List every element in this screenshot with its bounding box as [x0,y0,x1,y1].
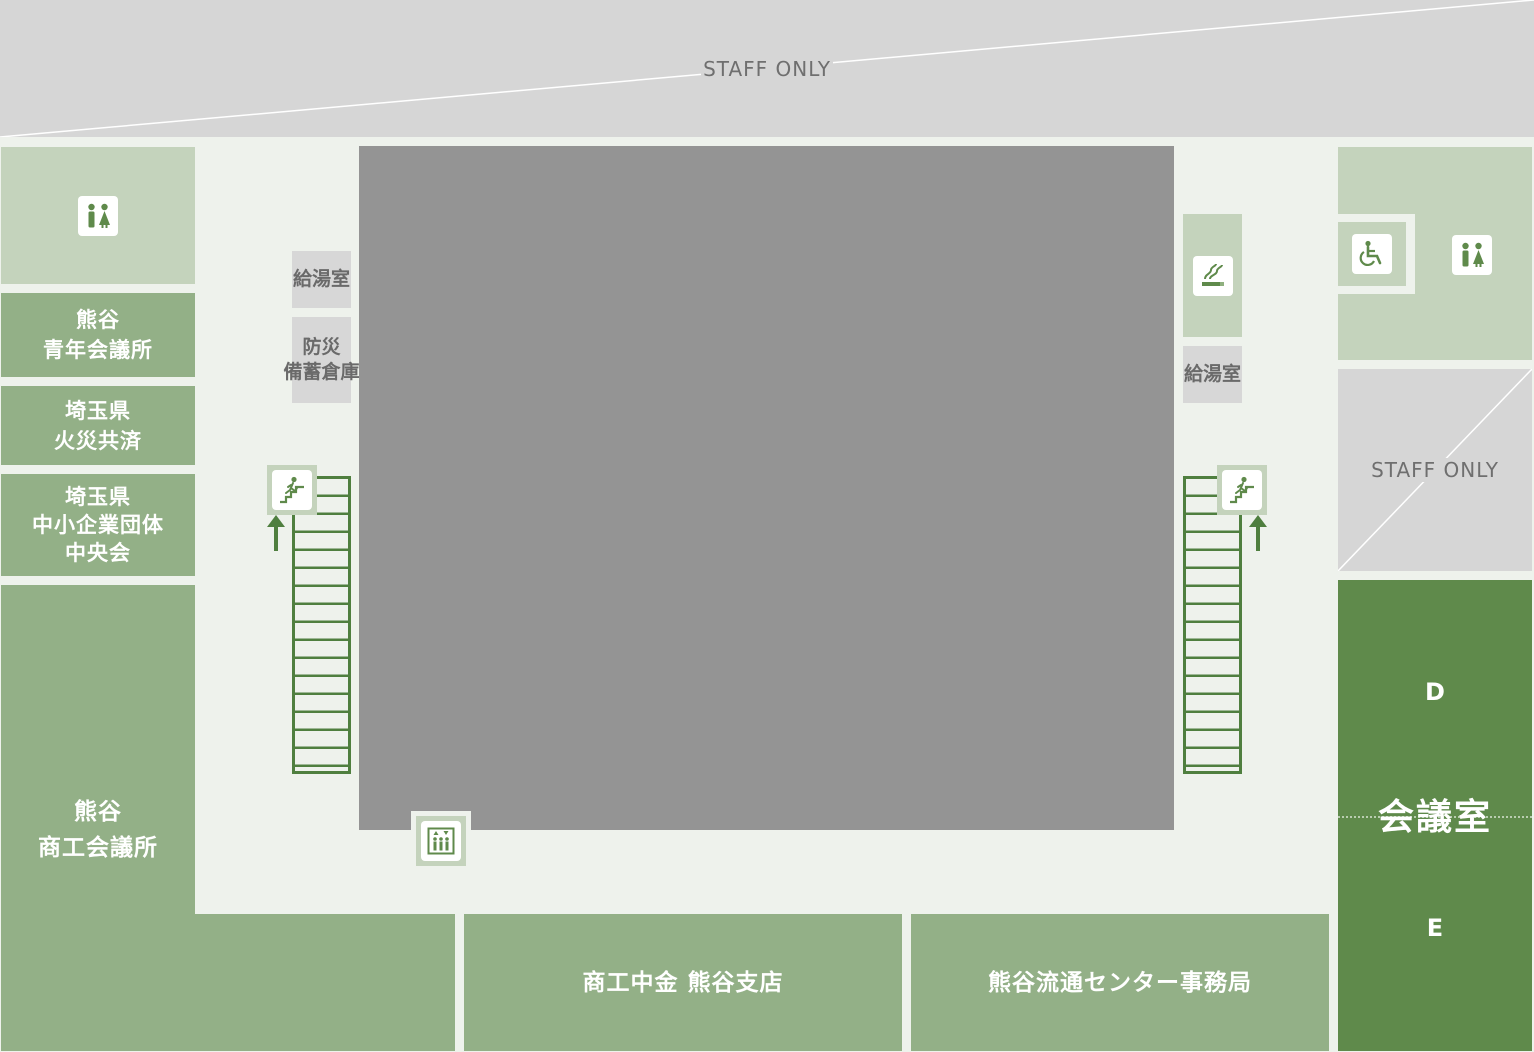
restroom-icon [78,195,118,236]
room-label: 熊谷流通センター事務局 [988,969,1252,996]
room-shoko-chukin: 商工中金 熊谷支店 [464,914,902,1051]
staff-only-area-right: STAFF ONLY [1338,369,1532,571]
elevator-icon-border [416,816,466,866]
smoking-area-icon [1192,255,1233,296]
kitchenette-label: 給湯室 [292,268,350,290]
room-label-line: 熊谷 [76,308,120,332]
conference-room-title: 会議室 [1377,797,1492,838]
conference-room-de: D 会議室 E [1338,580,1532,1051]
restroom-icon [1452,235,1492,275]
room-distribution-center: 熊谷流通センター事務局 [911,914,1329,1051]
kitchenette-right: 給湯室 [1183,346,1242,403]
conference-room-d-label: D [1425,678,1445,706]
central-void [359,146,1174,830]
disaster-storage: 防災 備蓄倉庫 [284,317,360,403]
conference-room-e-label: E [1426,914,1444,942]
restroom-left-area [1,147,195,284]
stairs-icon [1222,470,1262,510]
partition-line [1338,816,1532,818]
staff-only-label-right: STAFF ONLY [1369,458,1501,482]
stairs-right-icon-frame [1217,465,1267,515]
smoking-area [1183,214,1242,337]
stairs-left-icon-frame [267,465,317,515]
room-label-line: 埼玉県 [65,485,131,509]
arrow-up-icon [267,515,285,551]
kitchenette-label: 給湯室 [1183,363,1241,385]
restroom-right-icon-frame [1451,234,1493,276]
arrow-up-icon [1249,515,1267,551]
staff-only-area-top: STAFF ONLY [0,0,1534,137]
staircase-left [292,476,351,774]
room-label: 商工中金 熊谷支店 [582,969,784,996]
room-label-line: 火災共済 [54,428,142,453]
stairs-icon [272,470,312,510]
room-label-line: 中央会 [65,541,131,565]
room-chamber-of-commerce-extension [1,914,455,1051]
kitchenette-left: 給湯室 [292,251,351,308]
storage-label-line: 備蓄倉庫 [283,361,360,383]
room-label-line: 青年会議所 [43,338,153,362]
room-label-line: 熊谷 [74,799,122,825]
room-sme-association: 埼玉県 中小企業団体 中央会 [1,474,195,576]
elevator-icon [421,821,461,861]
room-youth-chamber: 熊谷 青年会議所 [1,293,195,377]
accessible-restroom [1338,222,1406,286]
room-label-line: 商工会議所 [38,835,158,861]
staircase-right [1183,476,1242,774]
room-label-line: 埼玉県 [65,398,131,423]
room-label-line: 中小企業団体 [32,513,164,537]
room-chamber-label: 熊谷 商工会議所 [1,790,195,870]
room-fire-mutual: 埼玉県 火災共済 [1,386,195,465]
wheelchair-icon [1352,234,1392,274]
storage-label-line: 防災 [302,336,341,358]
staff-only-label-top: STAFF ONLY [701,56,833,81]
elevator-icon-frame [411,811,471,867]
